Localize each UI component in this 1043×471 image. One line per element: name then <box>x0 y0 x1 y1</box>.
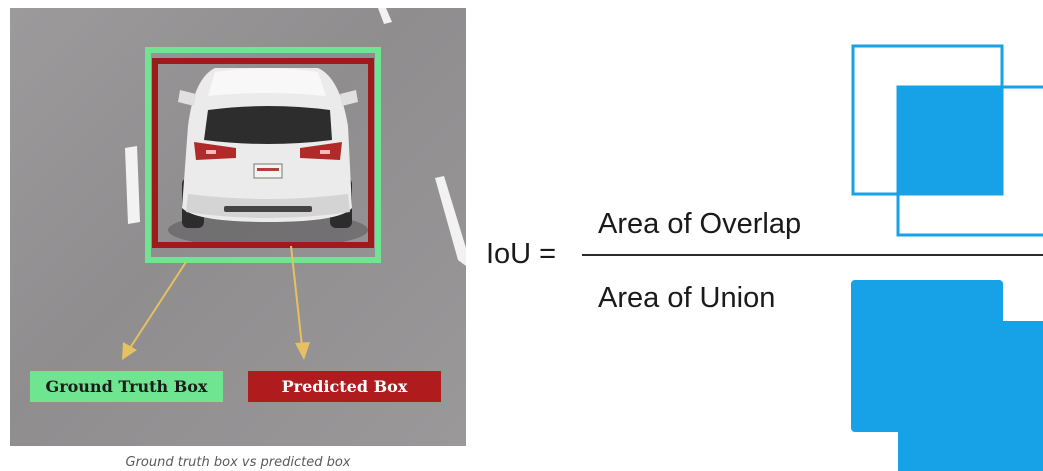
lane-marking-left <box>125 146 140 224</box>
predicted-label: Predicted Box <box>248 371 441 402</box>
iou-shapes <box>851 44 1043 471</box>
formula-denominator: Area of Union <box>598 282 776 314</box>
lane-marking-right <box>435 176 466 266</box>
car-photo-panel: Ground Truth Box Predicted Box <box>10 8 466 446</box>
ground-truth-label: Ground Truth Box <box>30 371 223 402</box>
figure-caption: Ground truth box vs predicted box <box>125 455 351 470</box>
predicted-arrow <box>290 245 310 360</box>
car <box>178 68 358 228</box>
fraction-bar <box>582 254 1043 256</box>
ground-truth-arrow <box>122 261 187 360</box>
car-photo <box>122 8 466 360</box>
iou-equals: IoU = <box>486 238 557 270</box>
formula-numerator: Area of Overlap <box>598 208 802 240</box>
lane-marking-top <box>378 8 392 24</box>
ground-truth-box <box>145 47 381 263</box>
union-squares-icon <box>851 280 1043 471</box>
overlap-squares-icon <box>851 44 1043 237</box>
predicted-box <box>152 58 374 248</box>
